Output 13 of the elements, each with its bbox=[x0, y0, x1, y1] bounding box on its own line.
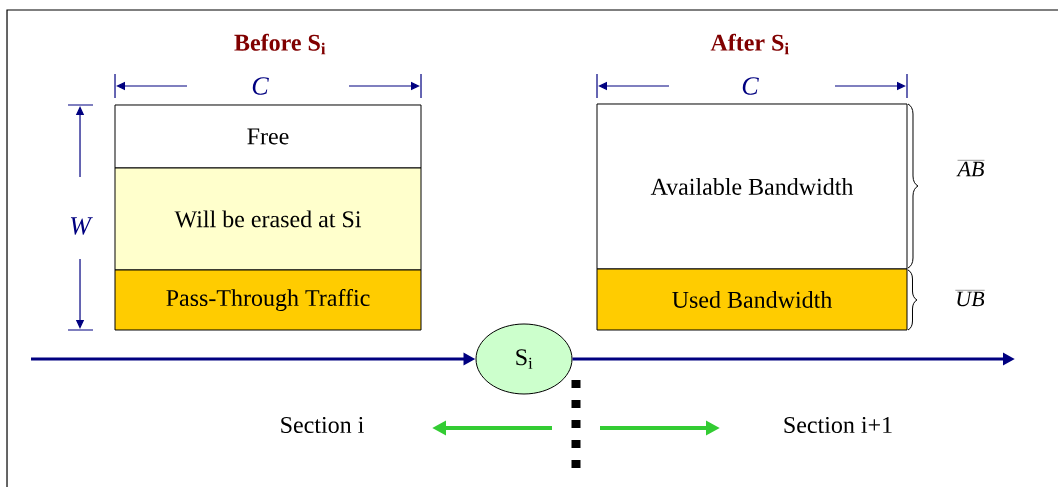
dimension-label: W bbox=[68, 216, 93, 236]
bandwidth-box: Used Bandwidth bbox=[596, 268, 908, 331]
dimension-label: C bbox=[250, 76, 270, 96]
bandwidth-box: Will be erased at Si bbox=[114, 167, 422, 271]
panel-heading: Before S$_{i}$ bbox=[234, 33, 326, 55]
brace-label: AB bbox=[956, 160, 985, 177]
panel-heading: After S$_{i}$ bbox=[710, 33, 789, 55]
bandwidth-box: Free bbox=[114, 104, 422, 169]
bandwidth-box: Available Bandwidth bbox=[596, 103, 908, 270]
brace-label: UB bbox=[955, 290, 985, 307]
bandwidth-box: Pass-Through Traffic bbox=[114, 269, 422, 331]
section-label: Section i bbox=[281, 416, 364, 434]
section-label: Section i+1 bbox=[784, 416, 892, 434]
